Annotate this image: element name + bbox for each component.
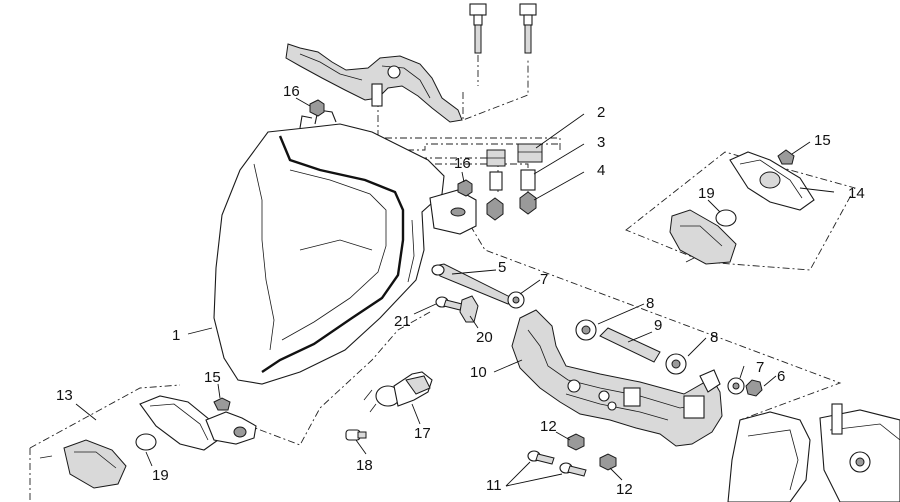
callout-nut-top: 16 xyxy=(283,83,300,100)
indicator-lens-19-right xyxy=(669,209,737,265)
leader-lines xyxy=(75,97,835,487)
nut-4-right xyxy=(519,191,537,215)
callout-spacer-8-upper: 8 xyxy=(646,295,654,312)
callout-long-bolt: 5 xyxy=(498,259,506,276)
screw-15-left xyxy=(213,397,231,411)
headlight-mounting-bracket xyxy=(285,43,463,123)
nut-16-top xyxy=(309,99,325,117)
headlight-assembly xyxy=(213,109,477,385)
top-bolt-right xyxy=(519,3,537,54)
callout-nut-12-lower: 12 xyxy=(616,481,633,498)
nut-6 xyxy=(745,379,763,397)
callout-washer-upper: 7 xyxy=(540,271,548,288)
headlight-bulb-17 xyxy=(363,371,433,413)
callout-nut-6: 6 xyxy=(777,368,785,385)
washer-7-lower xyxy=(727,377,745,395)
callout-headlight-bulb: 17 xyxy=(414,425,431,442)
turn-indicator-right xyxy=(729,151,815,211)
callout-clip: 20 xyxy=(476,329,493,346)
callout-grommet: 2 xyxy=(597,104,605,121)
callout-nut-12-upper: 12 xyxy=(540,418,557,435)
callout-support-bracket: 10 xyxy=(470,364,487,381)
turn-indicator-left xyxy=(139,395,257,451)
callout-tube: 9 xyxy=(654,317,662,334)
spacer-3-right xyxy=(520,169,536,191)
callout-nut-side: 16 xyxy=(454,155,471,172)
callout-nut-4: 4 xyxy=(597,162,605,179)
grommet-2-left xyxy=(486,149,506,167)
callout-screw-left: 15 xyxy=(204,369,221,386)
nut-12-upper xyxy=(567,433,585,451)
spacer-8-right xyxy=(665,353,687,375)
nut-16-side xyxy=(457,179,473,197)
callout-lens-right: 19 xyxy=(698,185,715,202)
parking-bulb-18 xyxy=(345,429,367,441)
screw-21 xyxy=(435,296,463,311)
spacer-3-left xyxy=(489,171,503,191)
callout-spacer: 3 xyxy=(597,134,605,151)
spacer-8-left xyxy=(575,319,597,341)
frame-section xyxy=(727,403,900,502)
callout-parking-bulb: 18 xyxy=(356,457,373,474)
grommet-2-right xyxy=(517,143,543,163)
indicator-lens-19-left xyxy=(39,433,157,489)
bolt-11-left xyxy=(527,450,555,465)
washer-7-upper xyxy=(507,291,525,309)
callout-washer-lower: 7 xyxy=(756,359,764,376)
callout-indicator-right: 14 xyxy=(848,185,865,202)
callout-screw-right: 15 xyxy=(814,132,831,149)
callout-screw-21: 21 xyxy=(394,313,411,330)
support-bracket-10 xyxy=(511,309,723,447)
callout-indicator-left: 13 xyxy=(56,387,73,404)
screw-15-right xyxy=(777,149,795,165)
clip-20 xyxy=(459,295,479,323)
callout-labels: 1 2 3 4 5 6 7 7 8 8 9 10 11 12 12 13 14 … xyxy=(56,83,865,498)
callout-spacer-8-lower: 8 xyxy=(710,329,718,346)
tube-9 xyxy=(599,327,661,363)
nut-12-lower xyxy=(599,453,617,471)
nut-4-left xyxy=(486,197,504,221)
assembly-lines xyxy=(29,55,856,502)
bolt-11-right xyxy=(559,462,587,477)
callout-lens-left: 19 xyxy=(152,467,169,484)
top-bolt-left xyxy=(469,3,487,54)
callout-bolts-11: 11 xyxy=(486,477,502,494)
callout-headlight: 1 xyxy=(172,327,180,344)
